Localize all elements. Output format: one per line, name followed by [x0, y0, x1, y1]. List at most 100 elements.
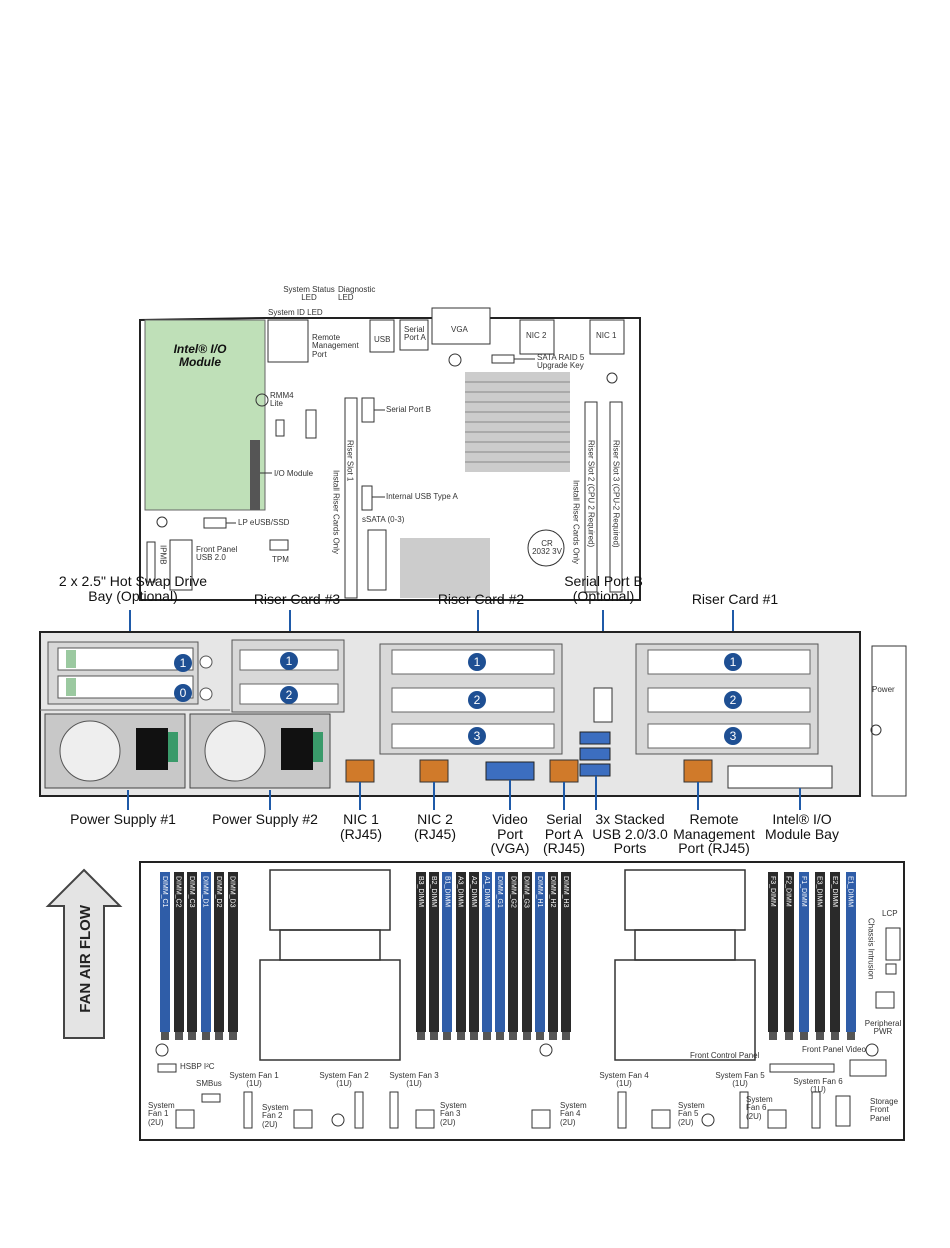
- dimm-slot-label: DIMM_G2: [509, 876, 517, 908]
- dimm-slot-label: B3_DIMM: [417, 876, 424, 908]
- ipmb-label: IPMB: [158, 545, 168, 565]
- dimm-slot-label: DIMM_C3: [188, 876, 195, 908]
- dimm-slot: A3_DIMM: [455, 872, 466, 1040]
- dimm-slot: DIMM_H2: [548, 872, 558, 1040]
- system-id-led-label: System ID LED: [268, 308, 323, 317]
- nic2-label: NIC 2: [526, 331, 547, 340]
- sys-fan1-2u-label: System Fan 1 (2U): [148, 1101, 175, 1127]
- io-module-area: [144, 319, 266, 511]
- sys-fan5-1u-label: System Fan 5 (1U): [715, 1071, 765, 1089]
- io-module-label: Intel® I/O Module: [173, 342, 227, 369]
- chassis-intrusion-label: Chassis Intrusion: [866, 918, 876, 980]
- dimm-slot-label: E3_DIMM: [815, 876, 823, 908]
- dimm-slot: B1_DIMM: [442, 872, 453, 1040]
- dimm-slot: E3_DIMM: [814, 872, 825, 1040]
- callout-riser3: Riser Card #3: [253, 591, 341, 607]
- io-module-connector-label: I/O Module: [274, 469, 314, 478]
- motherboard-top-diagram: [139, 307, 641, 601]
- sata-raid5-label: SATA RAID 5 Upgrade Key: [537, 353, 585, 371]
- dimm-slot: DIMM_H3: [561, 872, 572, 1040]
- dimm-slot-label: F2_DIMM: [784, 876, 792, 907]
- ssata-label: sSATA (0-3): [362, 515, 405, 524]
- callout-nic2: NIC 2 (RJ45): [413, 811, 456, 842]
- install-riser-cards-label: Install Riser Cards Only: [331, 470, 341, 555]
- dimm-slot-label: DIMM_D1: [201, 876, 209, 908]
- hsbp-i2c-label: HSBP I²C: [180, 1062, 215, 1071]
- dimm-slot: B2_DIMM: [429, 872, 440, 1040]
- dimm-slot-label: DIMM_C2: [174, 876, 182, 908]
- dimm-slot-label: DIMM_G3: [522, 876, 530, 908]
- dimm-slot-label: DIMM_H2: [549, 876, 556, 908]
- dimm-slot-label: B2_DIMM: [430, 876, 438, 908]
- sys-fan6-2u-label: System Fan 6 (2U): [746, 1095, 773, 1121]
- riser1-slot3-badge: 3: [724, 727, 742, 745]
- drive-1-badge: 1: [174, 654, 192, 672]
- dimm-slot-label: A3_DIMM: [456, 876, 464, 908]
- riser1-slot1-badge: 1: [724, 653, 742, 671]
- sys-fan5-2u-label: System Fan 5 (2U): [678, 1101, 705, 1127]
- sys-fan6-1u-label: System Fan 6 (1U): [793, 1077, 843, 1095]
- vga-label: VGA: [451, 325, 468, 334]
- rmm4-lite-label: RMM4 Lite: [270, 391, 294, 409]
- front-panel-video-label: Front Panel Video: [802, 1045, 866, 1054]
- system-status-led-label: System Status LED: [283, 285, 335, 303]
- callout-ps2: Power Supply #2: [212, 811, 318, 827]
- dimm-slot-label: DIMM_C1: [161, 876, 168, 908]
- battery-label: CR 2032 3V: [532, 539, 562, 557]
- dimm-slot-label: E1_DIMM: [846, 876, 854, 908]
- callout-io-bay: Intel® I/O Module Bay: [765, 811, 839, 842]
- dimm-slot: DIMM_H1: [534, 872, 545, 1040]
- dimm-slot-label: F1_DIMM: [800, 876, 807, 907]
- sys-fan3-1u-label: System Fan 3 (1U): [389, 1071, 439, 1089]
- dimm-slot: DIMM_C1: [160, 872, 170, 1040]
- usb-label: USB: [374, 335, 391, 344]
- dimm-slot: DIMM_C3: [187, 872, 197, 1040]
- riser2-slot1-badge: 1: [468, 653, 486, 671]
- dimm-slot: A2_DIMM: [468, 872, 479, 1040]
- sys-fan4-2u-label: System Fan 4 (2U): [560, 1101, 587, 1127]
- riser1-slot2-badge: 2: [724, 691, 742, 709]
- smbus-label: SMBus: [196, 1079, 222, 1088]
- dimm-slot: E2_DIMM: [830, 872, 840, 1040]
- sys-fan1-1u-label: System Fan 1 (1U): [229, 1071, 279, 1089]
- riser-slot2-label: Riser Slot 2 (CPU 2 Required): [586, 440, 596, 548]
- dimm-slot-label: DIMM_D2: [215, 876, 222, 908]
- callout-serial-b: Serial Port B (Optional): [564, 573, 643, 604]
- callout-hot-swap: 2 x 2.5" Hot Swap Drive Bay (Optional): [58, 573, 208, 604]
- drive-0-badge: 0: [174, 684, 192, 702]
- dimm-slot-label: A2_DIMM: [469, 876, 477, 908]
- remote-mgmt-port-label: Remote Management Port: [312, 333, 359, 359]
- dimm-slot: F1_DIMM: [799, 872, 809, 1040]
- callout-riser2: Riser Card #2: [437, 591, 525, 607]
- dimm-slot-label: E2_DIMM: [831, 876, 838, 908]
- dimm-slot-label: DIMM_H1: [535, 876, 543, 908]
- callout-rmm: Remote Management Port (RJ45): [673, 811, 755, 857]
- internal-usb-label: Internal USB Type A: [386, 492, 458, 501]
- sys-fan3-2u-label: System Fan 3 (2U): [440, 1101, 467, 1127]
- dimm-slot: F2_DIMM: [783, 872, 794, 1040]
- sys-fan4-1u-label: System Fan 4 (1U): [599, 1071, 649, 1089]
- dimm-slot-label: A1_DIMM: [483, 876, 490, 908]
- dimm-slot-label: DIMM_H3: [562, 876, 570, 908]
- lp-eusb-label: LP eUSB/SSD: [238, 518, 290, 527]
- callout-riser1: Riser Card #1: [691, 591, 779, 607]
- callout-usb-stack: 3x Stacked USB 2.0/3.0 Ports: [592, 811, 668, 857]
- sys-fan2-2u-label: System Fan 2 (2U): [262, 1103, 289, 1129]
- diagnostic-led-label: Diagnostic LED: [338, 285, 376, 303]
- dimm-slot: E1_DIMM: [845, 872, 856, 1040]
- sys-fan2-1u-label: System Fan 2 (1U): [319, 1071, 369, 1089]
- dimm-slot-label: F3_DIMM: [769, 876, 776, 907]
- callout-serial-a: Serial Port A (RJ45): [542, 811, 585, 857]
- dimm-slot: DIMM_D3: [227, 872, 238, 1040]
- riser2-slot3-badge: 3: [468, 727, 486, 745]
- callout-video: Video Port (VGA): [490, 811, 530, 857]
- riser-slot1-label: Riser Slot 1: [345, 440, 355, 482]
- power-label: Power: [872, 685, 895, 694]
- callout-ps1: Power Supply #1: [70, 811, 176, 827]
- callout-nic1: NIC 1 (RJ45): [339, 811, 382, 842]
- riser3-slot1-badge: 1: [280, 652, 298, 670]
- serial-port-b-label: Serial Port B: [386, 405, 431, 414]
- dimm-slot: DIMM_G2: [508, 872, 519, 1040]
- serial-port-a-label: Serial Port A: [404, 325, 426, 343]
- lcp-label: LCP: [882, 909, 898, 918]
